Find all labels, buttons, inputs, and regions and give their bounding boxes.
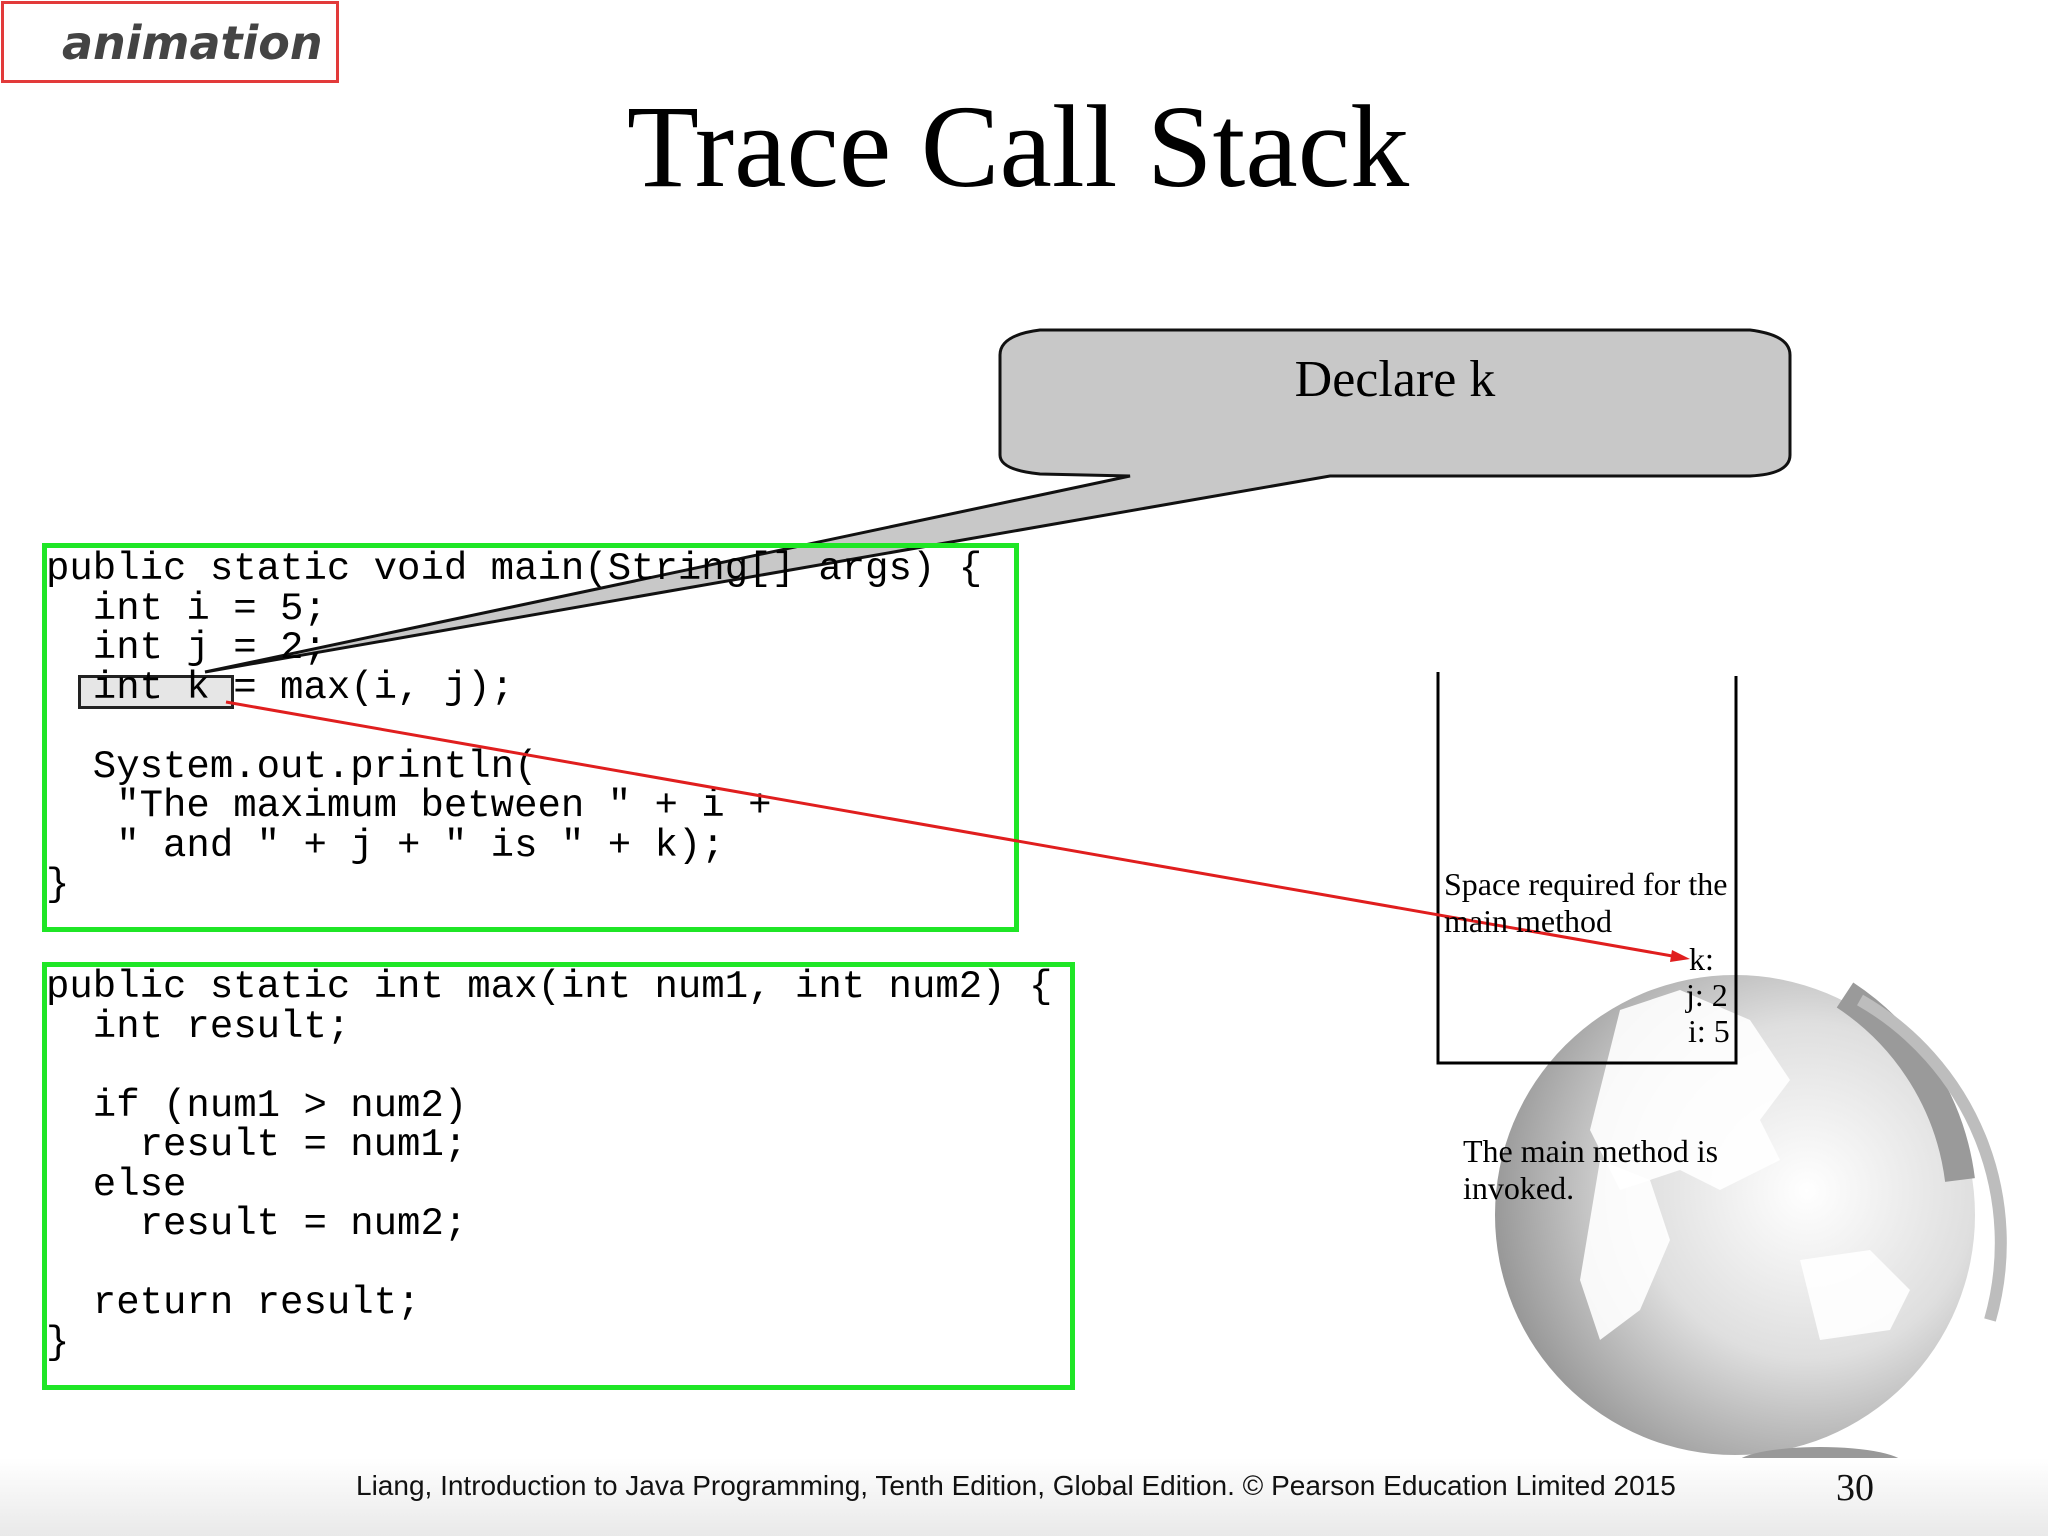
stack-value-j: j: 2: [1686, 977, 1728, 1013]
stack-value-k: k:: [1689, 941, 1714, 977]
main-method-box: [42, 543, 1019, 932]
red-arrow-line: [225, 700, 1679, 959]
main-method-code: public static void main(String[] args) {…: [46, 547, 983, 907]
animation-label: animation: [62, 16, 323, 70]
declaration-highlight: [78, 675, 234, 709]
footer-citation: Liang, Introduction to Java Programming,…: [356, 1470, 1676, 1501]
red-arrow-head: [1670, 950, 1690, 962]
animation-badge: animation: [1, 1, 339, 83]
footer-band: [0, 1458, 2048, 1536]
stack-caption: The main method is invoked.: [1463, 1133, 1719, 1206]
stack-outline: [1436, 672, 1738, 1065]
stack-value-i: i: 5: [1688, 1013, 1730, 1049]
max-method-box: [42, 962, 1075, 1390]
max-method-code: public static int max(int num1, int num2…: [46, 965, 1053, 1365]
slide-title-text: Trace Call Stack: [626, 81, 1410, 212]
stack-frame-label: Space required for the main method: [1444, 866, 1728, 939]
slide-title: Trace Call Stack: [0, 88, 2048, 206]
page-number: 30: [1836, 1467, 1874, 1509]
callout-text: Declare k: [1294, 351, 1496, 408]
